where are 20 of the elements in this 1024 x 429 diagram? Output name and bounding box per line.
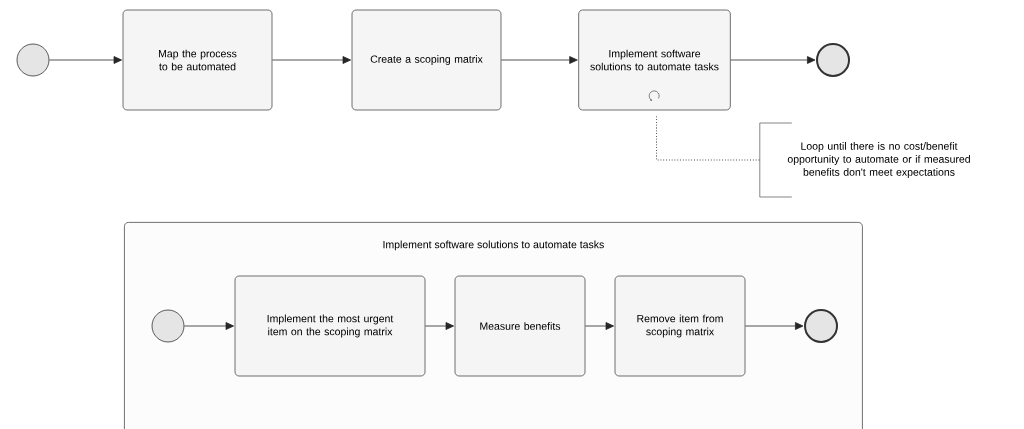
start-event-circle <box>16 43 50 77</box>
arrow <box>585 322 615 330</box>
start-event-circle <box>151 309 185 343</box>
task-box: Remove item from scoping matrix <box>614 275 746 377</box>
leader-line <box>656 115 761 161</box>
end-event-circle <box>816 43 850 77</box>
arrow <box>49 56 123 64</box>
task-box: Map the process to be automated <box>122 9 273 111</box>
arrow <box>501 56 578 64</box>
task-box: Implement the most urgent item on the scoping matrix <box>234 275 426 377</box>
arrow <box>730 56 816 64</box>
task-box: Implement software solutions to automate tasks <box>578 9 731 111</box>
task-box: Measure benefits <box>454 275 586 377</box>
arrow <box>745 322 804 330</box>
end-event-circle <box>804 309 838 343</box>
arrow <box>184 322 234 330</box>
task-box: Create a scoping matrix <box>351 9 502 111</box>
arrow <box>425 322 454 330</box>
arrow <box>272 56 351 64</box>
annotation: Loop until there is no cost/benefit opportunity to automate or if measured benefits don't meet expectations <box>759 122 970 198</box>
